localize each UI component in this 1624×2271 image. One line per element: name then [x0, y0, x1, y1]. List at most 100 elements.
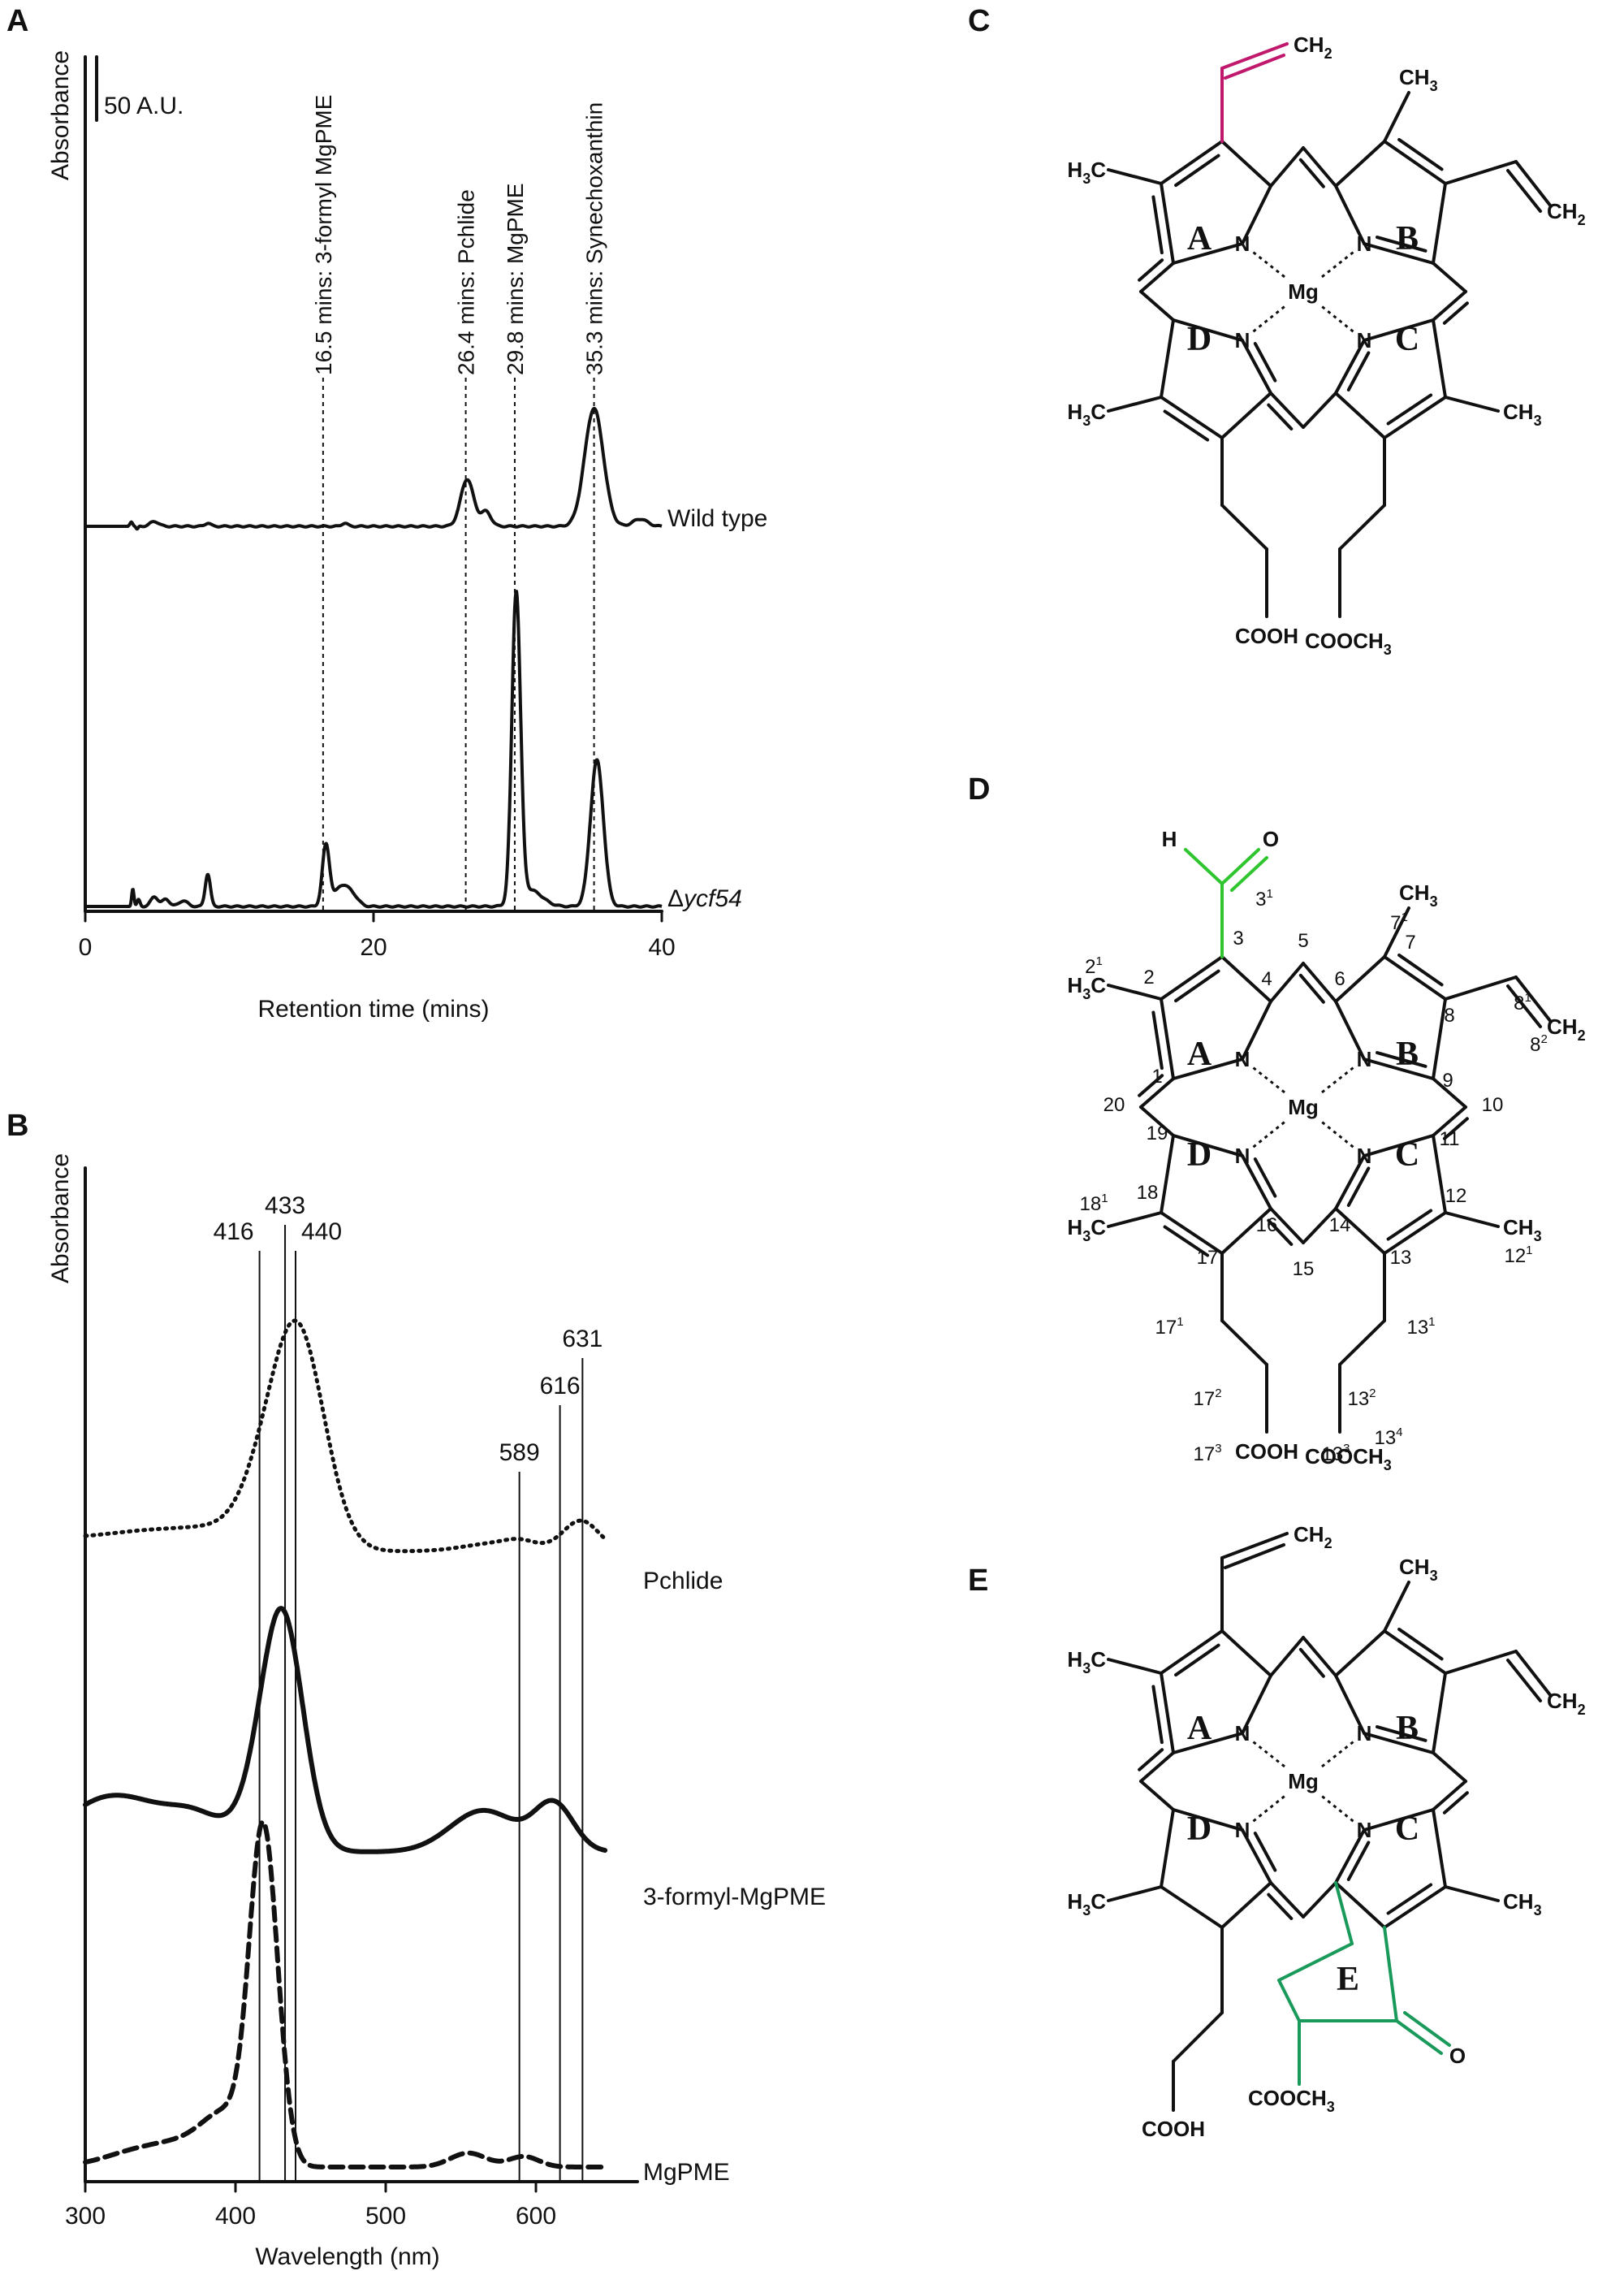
d-num-c134: 134 [1374, 1425, 1402, 1449]
e-bond-13 [1376, 1725, 1427, 1742]
e-vinyl8-sub: 2 [1578, 1702, 1586, 1718]
d-num-c21-main: 2 [1085, 956, 1095, 978]
c-bond-6 [1151, 195, 1164, 255]
d-num-c6: 6 [1334, 968, 1345, 990]
c-bond-11 [1363, 242, 1435, 265]
panel-label-e: E [968, 1564, 988, 1598]
c-bond-33 [1442, 301, 1469, 325]
c-bond-25 [1172, 318, 1244, 342]
e-vinyl3-main: CH [1294, 1522, 1324, 1546]
e-bond-35 [1267, 1892, 1294, 1920]
d-bond-45 [1383, 906, 1410, 958]
c-bond-23 [1160, 396, 1224, 439]
d-num-c171-sup: 1 [1177, 1315, 1183, 1329]
d-bond-9 [1383, 955, 1447, 1001]
d-me12-main: CH [1503, 1215, 1534, 1239]
x-tick-label-a-0: 0 [79, 934, 93, 961]
e-bond-53 [1334, 1881, 1354, 1945]
d-bond-6 [1151, 1010, 1164, 1071]
e-me7: CH3 [1399, 1555, 1438, 1584]
d-bond-18 [1334, 1154, 1366, 1210]
d-bond-30 [1298, 973, 1325, 1004]
c-bond-35 [1269, 391, 1305, 429]
e-me2-c: C [1091, 1647, 1106, 1672]
d-num-c121: 121 [1504, 1244, 1532, 1267]
d-num-c13: 13 [1390, 1247, 1412, 1269]
e-bond-5 [1174, 1643, 1220, 1677]
d-na: N [1235, 1047, 1250, 1071]
c-me2-c: C [1091, 158, 1106, 182]
c-bond-7 [1334, 184, 1366, 245]
e-bond-54 [1277, 1942, 1354, 1982]
d-bond-15 [1432, 1134, 1447, 1214]
c-bond-19 [1386, 393, 1433, 426]
e-me18-sub: 3 [1082, 1902, 1091, 1918]
d-bond-39 [1138, 1074, 1164, 1097]
d-me2-sub: 3 [1082, 986, 1091, 1002]
d-num-c121-main: 12 [1504, 1245, 1526, 1267]
d-num-c1: 1 [1151, 1066, 1162, 1088]
c-bond-2 [1160, 140, 1224, 185]
d-num-c71: 71 [1390, 911, 1408, 934]
d-formyl-o: O [1263, 827, 1279, 851]
d-bond-32 [1432, 1105, 1467, 1137]
e-bond-21 [1241, 1828, 1272, 1884]
e-bond-19 [1386, 1883, 1433, 1915]
c-me7-main: CH [1399, 65, 1430, 89]
d-me7-main: CH [1399, 880, 1430, 905]
c-bond-30 [1298, 158, 1325, 188]
e-bond-55 [1277, 1979, 1301, 2022]
series-label-wild-type: Wild type [667, 505, 767, 532]
c-bond-24 [1160, 318, 1175, 399]
x-tick-label-b-0: 300 [65, 2203, 106, 2230]
c-ring-a: A [1187, 220, 1212, 257]
chart-a-series [84, 406, 663, 909]
c-nd: N [1235, 328, 1250, 353]
d-num-c131: 131 [1406, 1315, 1435, 1339]
c-bond-9 [1383, 140, 1447, 185]
d-ester13-sub: 3 [1384, 1457, 1392, 1473]
d-num-c134-sup: 4 [1396, 1425, 1402, 1439]
d-num-c181-sup: 1 [1101, 1192, 1108, 1205]
d-bond-59 [1338, 1319, 1386, 1366]
c-me18-sub: 3 [1082, 413, 1091, 429]
d-ring-b: B [1396, 1036, 1419, 1073]
e-nb: N [1357, 1721, 1372, 1745]
e-me2-sub: 3 [1082, 1660, 1091, 1676]
e-ring-d: D [1187, 1810, 1212, 1848]
e-bond-52 [1224, 1543, 1285, 1569]
e-ring-b: B [1396, 1710, 1419, 1747]
c-bond-55 [1220, 504, 1268, 551]
c-bond-21 [1241, 339, 1272, 395]
c-me18-h: H [1067, 400, 1082, 424]
d-num-c14-main: 14 [1329, 1214, 1351, 1236]
e-ring-a: A [1187, 1710, 1212, 1747]
e-bond-27 [1269, 1636, 1305, 1677]
c-bond-22 [1220, 391, 1272, 439]
e-me12-sub: 3 [1534, 1902, 1542, 1918]
e-bond-14 [1363, 1808, 1435, 1832]
trace-b-0 [83, 1318, 607, 1554]
d-num-c17: 17 [1197, 1247, 1219, 1269]
c-vinyl3-main: CH [1294, 32, 1324, 57]
c-nc: N [1357, 328, 1372, 353]
c-bond-10 [1432, 182, 1447, 265]
c-vinyl3: CH2 [1294, 32, 1332, 62]
d-bond-7 [1334, 1000, 1366, 1061]
e-ester13-main: COOCH [1248, 2086, 1327, 2110]
c-vinyl8-sub: 2 [1578, 212, 1586, 228]
d-num-c21-sup: 1 [1096, 954, 1103, 968]
panel-label-b: B [6, 1109, 28, 1143]
marker-label-b-4: 616 [540, 1373, 581, 1399]
marker-label-b-3: 589 [499, 1439, 540, 1466]
e-bond-33 [1302, 1881, 1337, 1918]
c-bond-3 [1220, 140, 1272, 188]
d-num-c181: 181 [1079, 1192, 1108, 1215]
c-bond-50 [1444, 396, 1500, 413]
e-bond-46 [1514, 1650, 1553, 1698]
series-label-mgpme: MgPME [643, 2159, 730, 2186]
d-num-c17-main: 17 [1197, 1247, 1219, 1269]
e-bond-38 [1138, 1748, 1164, 1771]
e-bond-24 [1160, 1808, 1175, 1888]
